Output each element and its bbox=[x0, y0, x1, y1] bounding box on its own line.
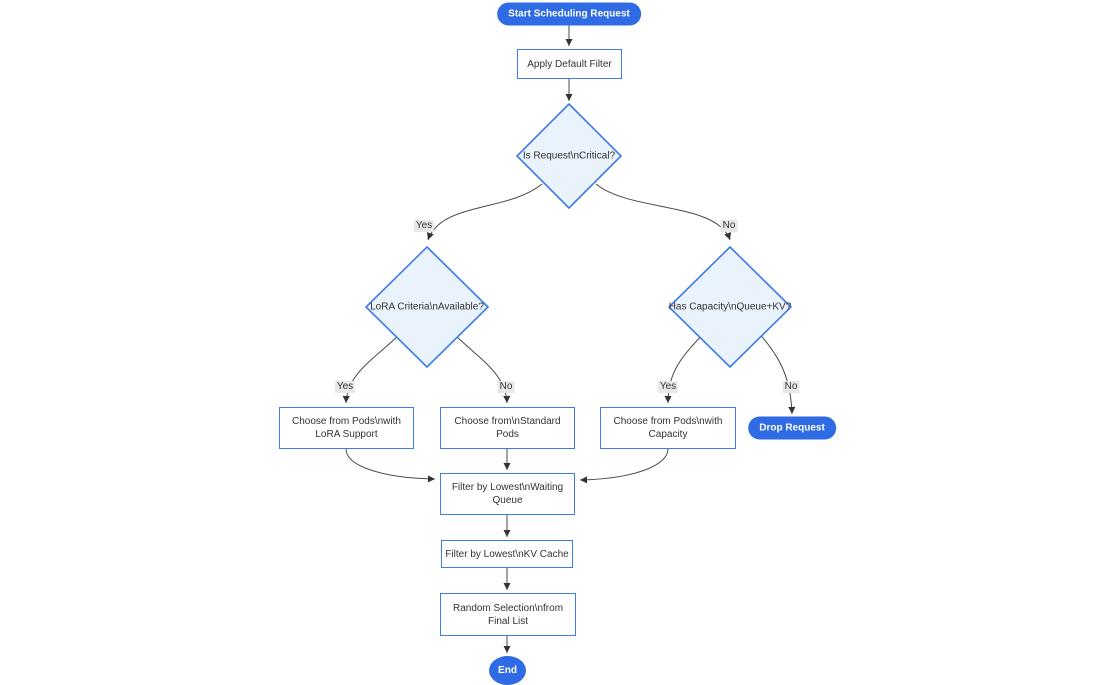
edge-label-lora-yes: Yes bbox=[334, 381, 356, 393]
decision-diamond-is-critical bbox=[515, 102, 623, 210]
node-label-lora-criteria: LoRA Criteria\nAvailable? bbox=[370, 301, 484, 313]
edge-label-capacity-yes: Yes bbox=[657, 381, 679, 393]
edge-lora-no-to-standard bbox=[449, 329, 511, 404]
node-filter-kv-cache: Filter by Lowest\nKV Cache bbox=[441, 540, 573, 568]
edge-critical-yes-to-lora bbox=[426, 183, 543, 241]
node-label-has-capacity: Has Capacity\nQueue+KV? bbox=[668, 301, 792, 313]
edge-label-lora-no: No bbox=[497, 381, 515, 393]
edge-label-capacity-no: No bbox=[782, 381, 800, 393]
decision-diamond-lora-criteria bbox=[364, 245, 490, 369]
node-start: Start Scheduling Request bbox=[497, 2, 641, 26]
edge-lora-yes-to-chooselora bbox=[342, 329, 405, 404]
node-apply-default-filter: Apply Default Filter bbox=[517, 49, 622, 79]
edge-critical-no-to-capacity bbox=[595, 183, 732, 241]
edge-label-critical-yes: Yes bbox=[413, 220, 435, 232]
node-choose-capacity-pods: Choose from Pods\nwith Capacity bbox=[600, 407, 736, 449]
node-choose-lora-pods: Choose from Pods\nwith LoRA Support bbox=[279, 407, 414, 449]
node-choose-standard-pods: Choose from\nStandard Pods bbox=[440, 407, 575, 449]
node-random-selection: Random Selection\nfrom Final List bbox=[440, 593, 576, 636]
node-filter-waiting-queue: Filter by Lowest\nWaiting Queue bbox=[440, 473, 575, 515]
edge-label-critical-no: No bbox=[720, 220, 738, 232]
node-end: End bbox=[489, 656, 526, 685]
edge-chooselora-to-filterqueue bbox=[345, 448, 436, 483]
edge-choosecapacity-to-filterqueue bbox=[579, 448, 669, 484]
decision-diamond-has-capacity bbox=[667, 245, 793, 369]
edge-capacity-no-to-drop bbox=[755, 329, 796, 415]
node-drop-request: Drop Request bbox=[748, 416, 836, 440]
node-label-is-critical: Is Request\nCritical? bbox=[522, 150, 616, 162]
